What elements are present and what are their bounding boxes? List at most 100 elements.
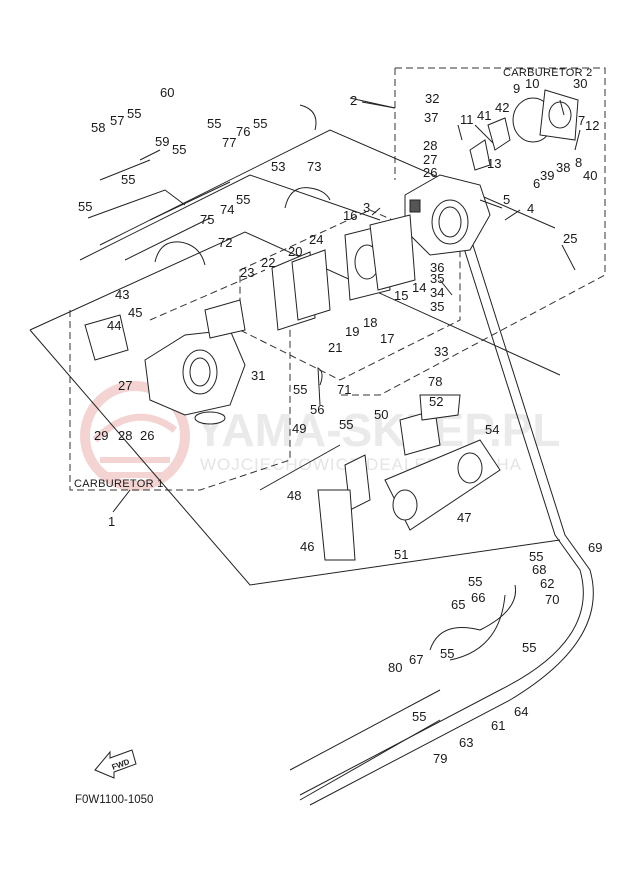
carburetor-2-body <box>404 174 491 256</box>
throttle-cable <box>299 219 594 806</box>
callout-44: 44 <box>107 318 121 333</box>
intake-parts <box>271 214 416 331</box>
callout-55-d: 55 <box>172 142 186 157</box>
callout-19: 19 <box>345 324 359 339</box>
diagram-code: F0W1100-1050 <box>75 794 153 806</box>
callout-77: 77 <box>222 135 236 150</box>
callout-18: 18 <box>363 315 377 330</box>
carburetor-1-body <box>84 299 246 425</box>
callout-51: 51 <box>394 547 408 562</box>
callout-34: 34 <box>430 285 444 300</box>
callout-13: 13 <box>487 156 501 171</box>
callout-29: 29 <box>94 428 108 443</box>
callout-37: 37 <box>424 110 438 125</box>
callout-36: 36 <box>430 260 444 275</box>
diaphragm-parts <box>469 89 579 171</box>
callout-28-c2: 28 <box>423 138 437 153</box>
callout-49: 49 <box>292 421 306 436</box>
callout-60: 60 <box>160 85 174 100</box>
callout-35-b: 35 <box>430 299 444 314</box>
callout-42: 42 <box>495 100 509 115</box>
callout-32: 32 <box>425 91 439 106</box>
callout-3: 3 <box>363 200 370 215</box>
carburetor-1-box: CARBURETOR 1 <box>69 300 291 491</box>
callout-72: 72 <box>218 235 232 250</box>
assembly-outline-lines <box>29 97 561 586</box>
callout-24: 24 <box>309 232 323 247</box>
callout-30: 30 <box>573 76 587 91</box>
callout-55-c: 55 <box>253 116 267 131</box>
callout-68: 68 <box>532 562 546 577</box>
callout-31: 31 <box>251 368 265 383</box>
callout-12: 12 <box>585 118 599 133</box>
callout-55-k: 55 <box>468 574 482 589</box>
callout-17: 17 <box>380 331 394 346</box>
callout-71: 71 <box>337 382 351 397</box>
callout-46: 46 <box>300 539 314 554</box>
callout-4: 4 <box>527 201 534 216</box>
callout-55-a: 55 <box>127 106 141 121</box>
callout-10: 10 <box>525 76 539 91</box>
callout-27-c2: 27 <box>423 152 437 167</box>
callout-75: 75 <box>200 212 214 227</box>
callout-48: 48 <box>287 488 301 503</box>
callout-52: 52 <box>429 394 443 409</box>
callout-38: 38 <box>556 160 570 175</box>
callout-35-a: 35 <box>430 271 444 286</box>
watermark-text: YAMA-SKLEP.PL <box>195 404 561 456</box>
callout-45: 45 <box>128 305 142 320</box>
callout-55-n: 55 <box>412 709 426 724</box>
callout-26-c2: 26 <box>423 165 437 180</box>
callout-55-i: 55 <box>339 417 353 432</box>
callout-2: 2 <box>350 93 357 108</box>
callout-41: 41 <box>477 108 491 123</box>
hoses <box>99 104 517 801</box>
callout-20: 20 <box>288 244 302 259</box>
callout-50: 50 <box>374 407 388 422</box>
callout-15: 15 <box>394 288 408 303</box>
callout-67: 67 <box>409 652 423 667</box>
callout-73: 73 <box>307 159 321 174</box>
callout-21: 21 <box>328 340 342 355</box>
callout-78: 78 <box>428 374 442 389</box>
callout-25: 25 <box>563 231 577 246</box>
callout-76: 76 <box>236 124 250 139</box>
callout-28-c1: 28 <box>118 428 132 443</box>
callout-63: 63 <box>459 735 473 750</box>
callout-40: 40 <box>583 168 597 183</box>
callout-66: 66 <box>471 590 485 605</box>
fwd-arrow-icon: FWD <box>94 749 137 779</box>
callout-55-b: 55 <box>207 116 221 131</box>
callout-26-c1: 26 <box>140 428 154 443</box>
callout-64: 64 <box>514 704 528 719</box>
callout-5: 5 <box>503 192 510 207</box>
callout-39: 39 <box>540 168 554 183</box>
callout-22: 22 <box>261 255 275 270</box>
carburetor-2-label: CARBURETOR 2 <box>503 67 593 79</box>
callout-61: 61 <box>491 718 505 733</box>
callout-1: 1 <box>108 514 115 529</box>
callout-57: 57 <box>110 113 124 128</box>
callout-23: 23 <box>240 265 254 280</box>
callout-55-f: 55 <box>78 199 92 214</box>
callout-74: 74 <box>220 202 234 217</box>
callout-65: 65 <box>451 597 465 612</box>
callout-27-c1: 27 <box>118 378 132 393</box>
carburetor-1-label: CARBURETOR 1 <box>74 478 164 490</box>
carburetor-2-box: CARBURETOR 2 <box>340 67 606 396</box>
callout-55-e: 55 <box>121 172 135 187</box>
callout-55-g: 55 <box>236 192 250 207</box>
callout-70: 70 <box>545 592 559 607</box>
intake-manifold <box>317 394 501 561</box>
callout-47: 47 <box>457 510 471 525</box>
watermark-logo <box>80 381 190 491</box>
callout-43: 43 <box>115 287 129 302</box>
callout-54: 54 <box>485 422 499 437</box>
callout-55-h: 55 <box>293 382 307 397</box>
callout-79: 79 <box>433 751 447 766</box>
callout-16: 16 <box>343 208 357 223</box>
callout-8: 8 <box>575 155 582 170</box>
callout-53: 53 <box>271 159 285 174</box>
callout-7: 7 <box>578 113 585 128</box>
callouts: 1 2 3 4 5 6 7 8 9 10 11 12 13 14 15 16 1… <box>78 76 602 766</box>
